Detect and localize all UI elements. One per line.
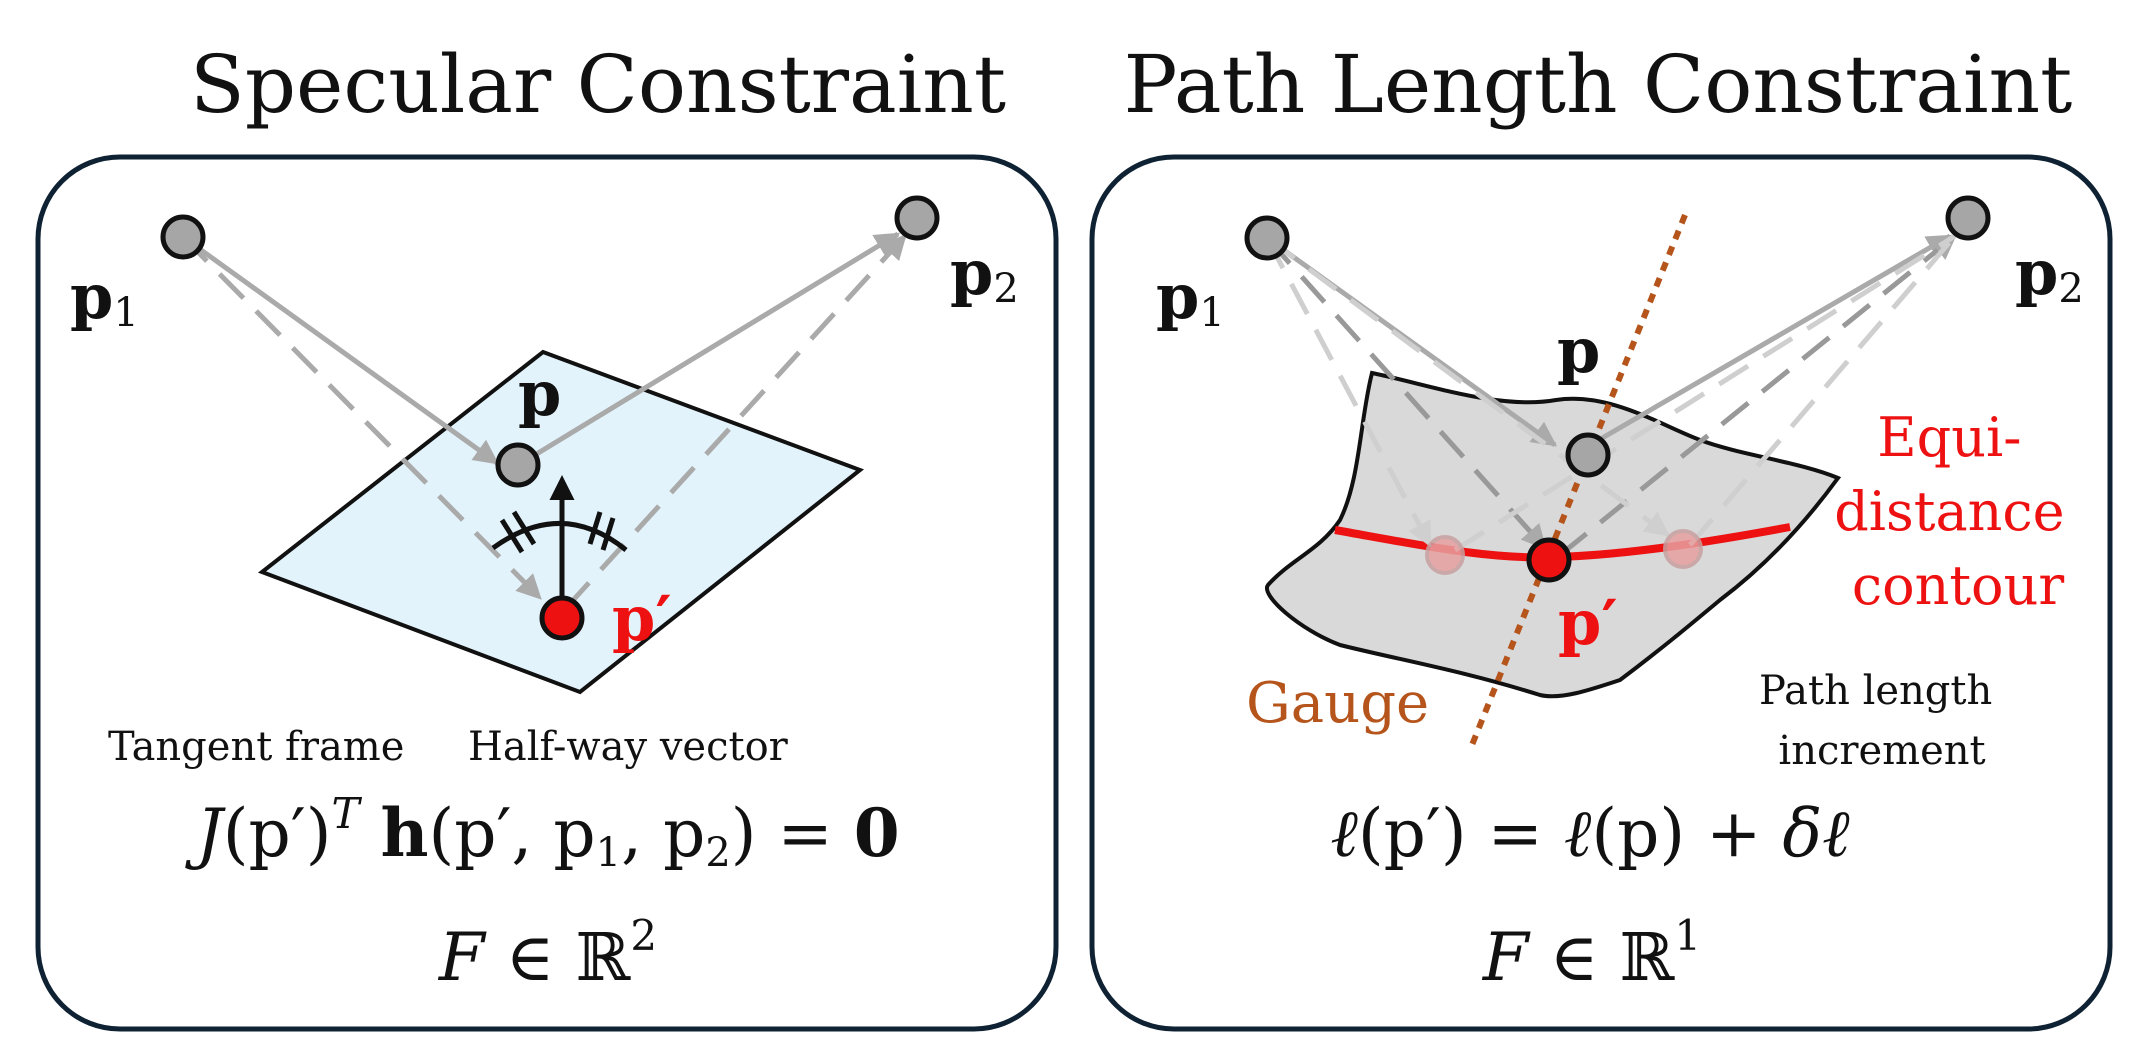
point-p2 [894, 195, 940, 241]
label-pprime: p′ [1558, 586, 1618, 659]
ray-p-to-p2 [1583, 233, 1953, 451]
ray-faint [1688, 234, 1957, 547]
caption-half-way: Half-way vector [468, 724, 789, 770]
caption-tangent-frame: Tangent frame [108, 724, 404, 770]
label-p2: p2 [2015, 236, 2084, 312]
path-length-rays [1264, 233, 1957, 557]
specular-frame [35, 154, 1059, 1032]
path-length-dimension: F ∈ ℝ1 [1482, 911, 1701, 996]
point-p1 [160, 214, 206, 260]
point-pprime [539, 595, 585, 641]
label-pprime: p′ [612, 582, 672, 655]
label-p: p [1557, 314, 1600, 387]
ray-p1-to-pprime [1265, 236, 1547, 550]
tick-mark [587, 511, 603, 545]
path-length-frame [1089, 154, 2113, 1032]
ray-p1-to-pprime [181, 235, 542, 600]
label-p: p [518, 357, 561, 430]
faint-point [1425, 535, 1465, 575]
label-p2: p2 [950, 236, 1019, 312]
point-pprime [1526, 537, 1572, 583]
specular-panel: Specular Constraint p1 p2 p p′ [35, 38, 1059, 1032]
path-length-equation: ℓ(p′) = ℓ(p) + δℓ [1330, 795, 1850, 872]
specular-title: Specular Constraint [190, 38, 1006, 131]
label-p1: p1 [70, 260, 139, 336]
contour-label: Equi- distance contour [1834, 406, 2082, 617]
ray-faint [1453, 233, 1957, 553]
path-length-panel: Path Length Constraint p1 p2 p p [1089, 38, 2113, 1032]
faint-point [1663, 529, 1703, 569]
tick-mark [499, 518, 525, 554]
ray-p1-to-p [181, 234, 500, 466]
path-length-title: Path Length Constraint [1124, 38, 2073, 131]
half-way-vector [491, 475, 628, 608]
ray-faint [1265, 235, 1671, 538]
point-p2 [1945, 195, 1991, 241]
point-p1 [1244, 215, 1290, 261]
tick-mark [511, 510, 537, 546]
point-p [1565, 432, 1611, 478]
gauge-label: Gauge [1246, 671, 1429, 736]
label-p1: p1 [1156, 260, 1225, 336]
point-p [495, 442, 541, 488]
tick-mark [600, 517, 616, 551]
specular-dimension: F ∈ ℝ2 [438, 911, 657, 996]
angle-arc [491, 521, 628, 552]
specular-equation: J(p′)T h(p′, p1, p2) = 0 [184, 789, 899, 876]
increment-label: Path length increment [1759, 668, 2005, 774]
ray-faint [1264, 236, 1433, 548]
ray-p-to-p2 [528, 231, 901, 461]
